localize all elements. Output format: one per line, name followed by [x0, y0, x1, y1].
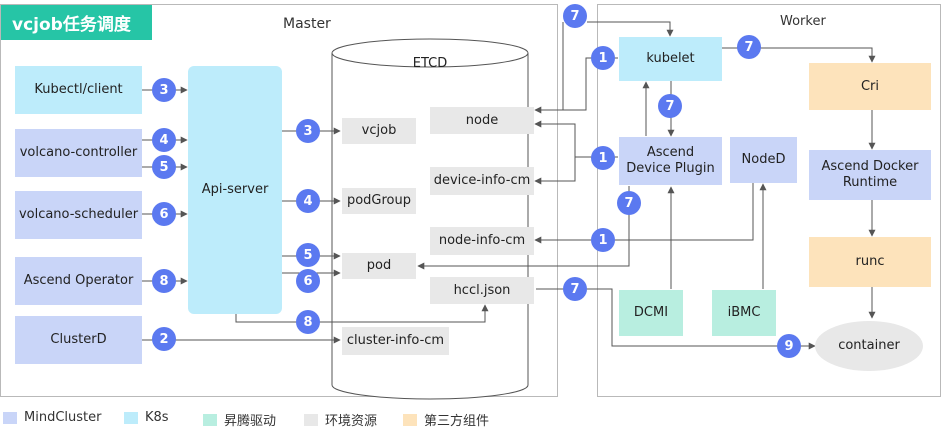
legend-item-ascend-driver: 昇腾驱动: [203, 410, 276, 429]
legend-label: K8s: [145, 410, 169, 425]
clusterd-box: ClusterD: [15, 316, 142, 364]
legend-swatch: [304, 413, 318, 426]
dcmi-box: DCMI: [619, 290, 683, 336]
step-badge: 7: [563, 4, 587, 28]
step-badge: 7: [563, 277, 587, 301]
diagram-title: vcjob任务调度: [0, 4, 152, 40]
volcano-scheduler-box: volcano-scheduler: [15, 191, 142, 239]
step-badge: 8: [152, 269, 176, 293]
step-badge: 1: [591, 228, 615, 252]
step-badge: 2: [152, 327, 176, 351]
etcd-node-info-cm: node-info-cm: [430, 227, 534, 255]
step-badge: 7: [658, 94, 682, 118]
step-badge: 1: [591, 146, 615, 170]
master-label: Master: [283, 16, 331, 32]
legend-swatch: [124, 411, 138, 424]
ascend-device-plugin-box: Ascend Device Plugin: [619, 137, 722, 185]
etcd-device-info-cm: device-info-cm: [430, 167, 534, 195]
ascend-operator-box: Ascend Operator: [15, 257, 142, 305]
worker-label: Worker: [780, 14, 826, 29]
runc-box: runc: [809, 237, 931, 287]
etcd-podgroup: podGroup: [342, 188, 416, 214]
legend-label: 环境资源: [325, 414, 378, 429]
step-badge: 5: [152, 155, 176, 179]
legend-item-third-party: 第三方组件: [403, 410, 489, 429]
step-badge: 7: [737, 35, 761, 59]
legend-swatch: [3, 411, 17, 424]
volcano-controller-box: volcano-controller: [15, 129, 142, 177]
legend-item-mindcluster: MindCluster: [3, 410, 101, 425]
container-box: container: [815, 321, 923, 371]
kubelet-box: kubelet: [619, 37, 722, 81]
step-badge: 5: [296, 243, 320, 267]
step-badge: 6: [296, 269, 320, 293]
legend-swatch: [203, 413, 217, 426]
kubectl-client-box: Kubectl/client: [15, 66, 142, 114]
legend-label: MindCluster: [24, 410, 102, 425]
noded-box: NodeD: [730, 137, 797, 183]
master-frame: [0, 4, 558, 397]
step-badge: 8: [296, 310, 320, 334]
step-badge: 9: [777, 334, 801, 358]
step-badge: 3: [296, 119, 320, 143]
step-badge: 3: [152, 78, 176, 102]
api-server-box: Api-server: [188, 66, 282, 314]
legend-swatch: [403, 413, 417, 426]
etcd-pod: pod: [342, 253, 416, 279]
worker-frame: [597, 4, 941, 397]
legend-item-k8s: K8s: [124, 410, 169, 425]
ibmc-box: iBMC: [712, 290, 776, 336]
step-badge: 6: [152, 202, 176, 226]
etcd-node: node: [430, 107, 534, 134]
etcd-vcjob: vcjob: [342, 118, 416, 144]
ascend-docker-runtime-box: Ascend Docker Runtime: [809, 150, 931, 200]
legend-item-env-resource: 环境资源: [304, 410, 377, 429]
step-badge: 4: [152, 128, 176, 152]
legend-label: 昇腾驱动: [224, 414, 277, 429]
step-badge: 4: [296, 189, 320, 213]
etcd-cluster-info-cm: cluster-info-cm: [342, 327, 449, 355]
step-badge: 7: [617, 191, 641, 215]
etcd-label: ETCD: [412, 56, 448, 71]
etcd-hccl-json: hccl.json: [430, 277, 534, 304]
legend-label: 第三方组件: [424, 414, 490, 429]
cri-box: Cri: [809, 63, 931, 110]
step-badge: 1: [591, 46, 615, 70]
